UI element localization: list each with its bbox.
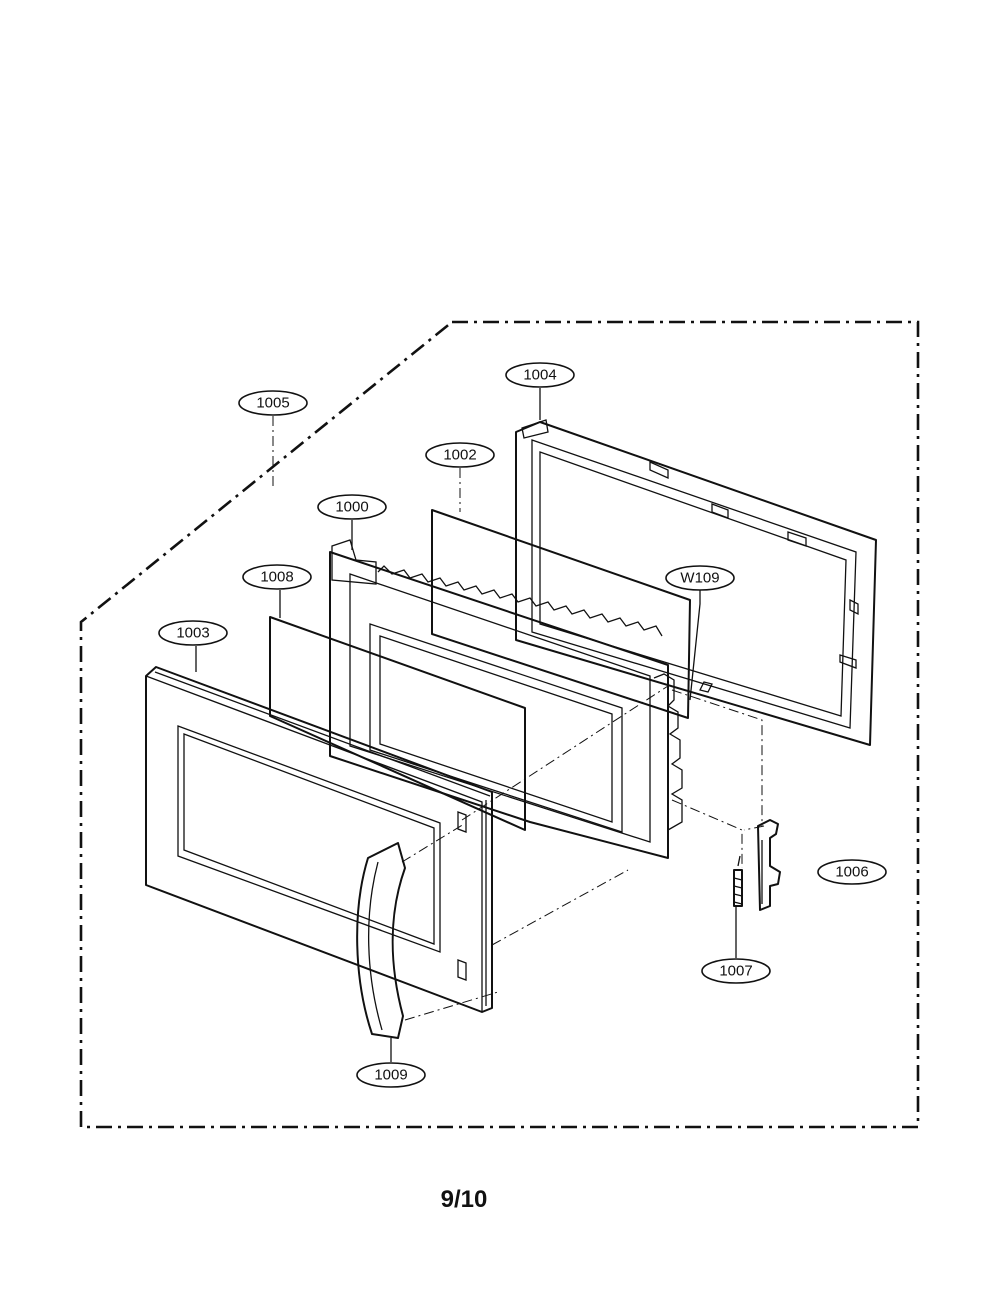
assembly-lines — [401, 685, 765, 1021]
callout-label: W109 — [680, 570, 719, 587]
part-1000-door-screen — [329, 539, 683, 859]
callout-1007: 1007 — [701, 958, 771, 984]
part-1006-latch — [757, 819, 781, 911]
callout-1002: 1002 — [425, 442, 495, 468]
callout-label: 1002 — [443, 447, 476, 464]
callout-1009: 1009 — [356, 1062, 426, 1088]
callout-1008: 1008 — [242, 564, 312, 590]
callout-w109: W109 — [665, 565, 735, 591]
callout-label: 1007 — [719, 963, 752, 980]
assembly-boundary — [79, 320, 920, 1129]
leader-lines — [195, 388, 737, 1062]
part-1007-spring — [733, 855, 743, 907]
callout-label: 1006 — [835, 864, 868, 881]
callout-label: 1009 — [374, 1067, 407, 1084]
callout-1004: 1004 — [505, 362, 575, 388]
callout-1006: 1006 — [817, 859, 887, 885]
part-1004-door-frame — [515, 419, 877, 746]
callout-label: 1004 — [523, 367, 556, 384]
callout-1000: 1000 — [317, 494, 387, 520]
part-1009-handle — [356, 842, 406, 1039]
page-number: 9/10 — [441, 1186, 488, 1213]
callout-1003: 1003 — [158, 620, 228, 646]
callout-label: 1005 — [256, 395, 289, 412]
callout-label: 1003 — [176, 625, 209, 642]
part-1003-door-front — [145, 666, 493, 1013]
part-1002-plate — [431, 509, 691, 719]
callout-1005: 1005 — [238, 390, 308, 416]
callout-label: 1008 — [260, 569, 293, 586]
callout-label: 1000 — [335, 499, 368, 516]
part-1008-inner-panel — [269, 616, 526, 831]
